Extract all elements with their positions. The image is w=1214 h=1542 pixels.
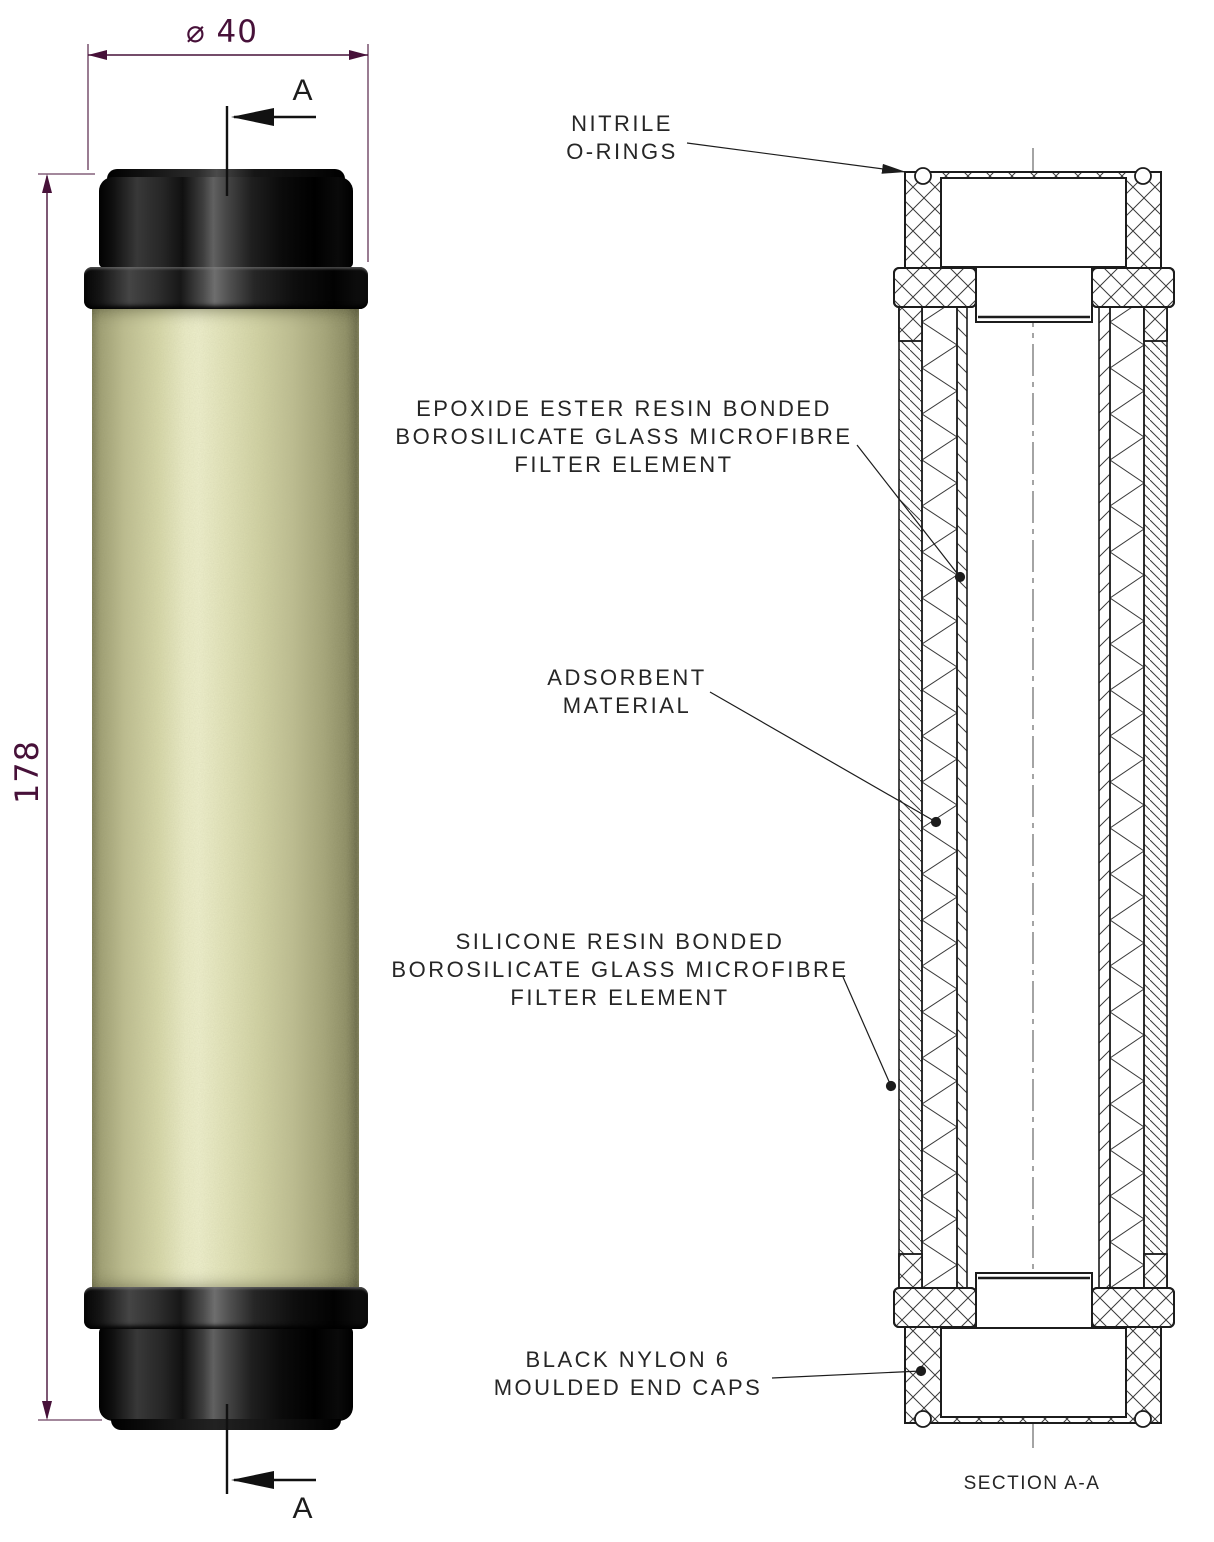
section-marker-bottom: A	[292, 1492, 314, 1525]
callout-nitrile-o-rings: NITRILE O-RINGS	[566, 111, 678, 164]
bottom-bore	[940, 1327, 1127, 1418]
callout-epoxide-filter-element: EPOXIDE ESTER RESIN BONDED BOROSILICATE …	[395, 396, 853, 477]
dimension-arrowhead	[42, 1401, 52, 1420]
diameter-dimension-text: ⌀ 40	[186, 14, 258, 50]
adsorbent-leader	[709, 691, 937, 823]
top-bore	[940, 177, 1127, 268]
filter-element-body	[92, 306, 359, 1290]
dimension-arrowhead	[349, 50, 368, 60]
epoxide-leader	[856, 444, 961, 578]
adsorbent-layer-left	[921, 282, 958, 1314]
end-cap-bores	[940, 177, 1127, 1418]
bottom-port	[975, 1272, 1093, 1329]
outer-filter-layer-left	[898, 306, 923, 1289]
end-cap-bottom-collar	[84, 1287, 368, 1329]
end-cap-top-collar	[84, 267, 368, 309]
callout-adsorbent-material: ADSORBENT MATERIAL	[547, 665, 707, 718]
section-title: SECTION A-A	[963, 1473, 1101, 1494]
dimension-arrowhead	[88, 50, 107, 60]
dimension-arrowhead	[42, 174, 52, 193]
nitrile-leader	[686, 142, 907, 174]
leader-dot	[885, 1080, 897, 1092]
end-caps-leader	[771, 1370, 922, 1379]
section-marker-top: A	[292, 74, 314, 107]
section-arrowhead-top	[231, 108, 274, 126]
callout-silicone-filter-element: SILICONE RESIN BONDED BOROSILICATE GLASS…	[391, 929, 849, 1010]
o-ring-bottom-left	[914, 1410, 932, 1428]
inner-filter-layer-right	[1098, 282, 1111, 1314]
callout-end-caps: BLACK NYLON 6 MOULDED END CAPS	[493, 1347, 763, 1400]
inner-filter-layer-left	[956, 282, 968, 1314]
length-dimension-text: 178	[8, 739, 46, 805]
dimension-linework	[38, 44, 369, 1421]
adsorbent-layer-right	[1109, 282, 1145, 1314]
silicone-leader	[842, 976, 892, 1087]
section-arrowhead-bottom	[231, 1471, 274, 1489]
outer-filter-layer-right	[1143, 306, 1168, 1289]
leader-dot	[915, 1365, 927, 1377]
o-ring-top-left	[914, 167, 932, 185]
callout-leader-lines	[686, 142, 966, 1379]
section-cut-arrows	[225, 106, 316, 1494]
cross-section-view	[893, 148, 1175, 1448]
o-ring-top-right	[1134, 167, 1152, 185]
leader-dot	[930, 816, 942, 828]
o-rings	[914, 167, 1152, 1428]
body-speckle-texture	[92, 306, 359, 1290]
top-port	[975, 266, 1093, 323]
leader-dot	[954, 571, 966, 583]
o-ring-bottom-right	[1134, 1410, 1152, 1428]
